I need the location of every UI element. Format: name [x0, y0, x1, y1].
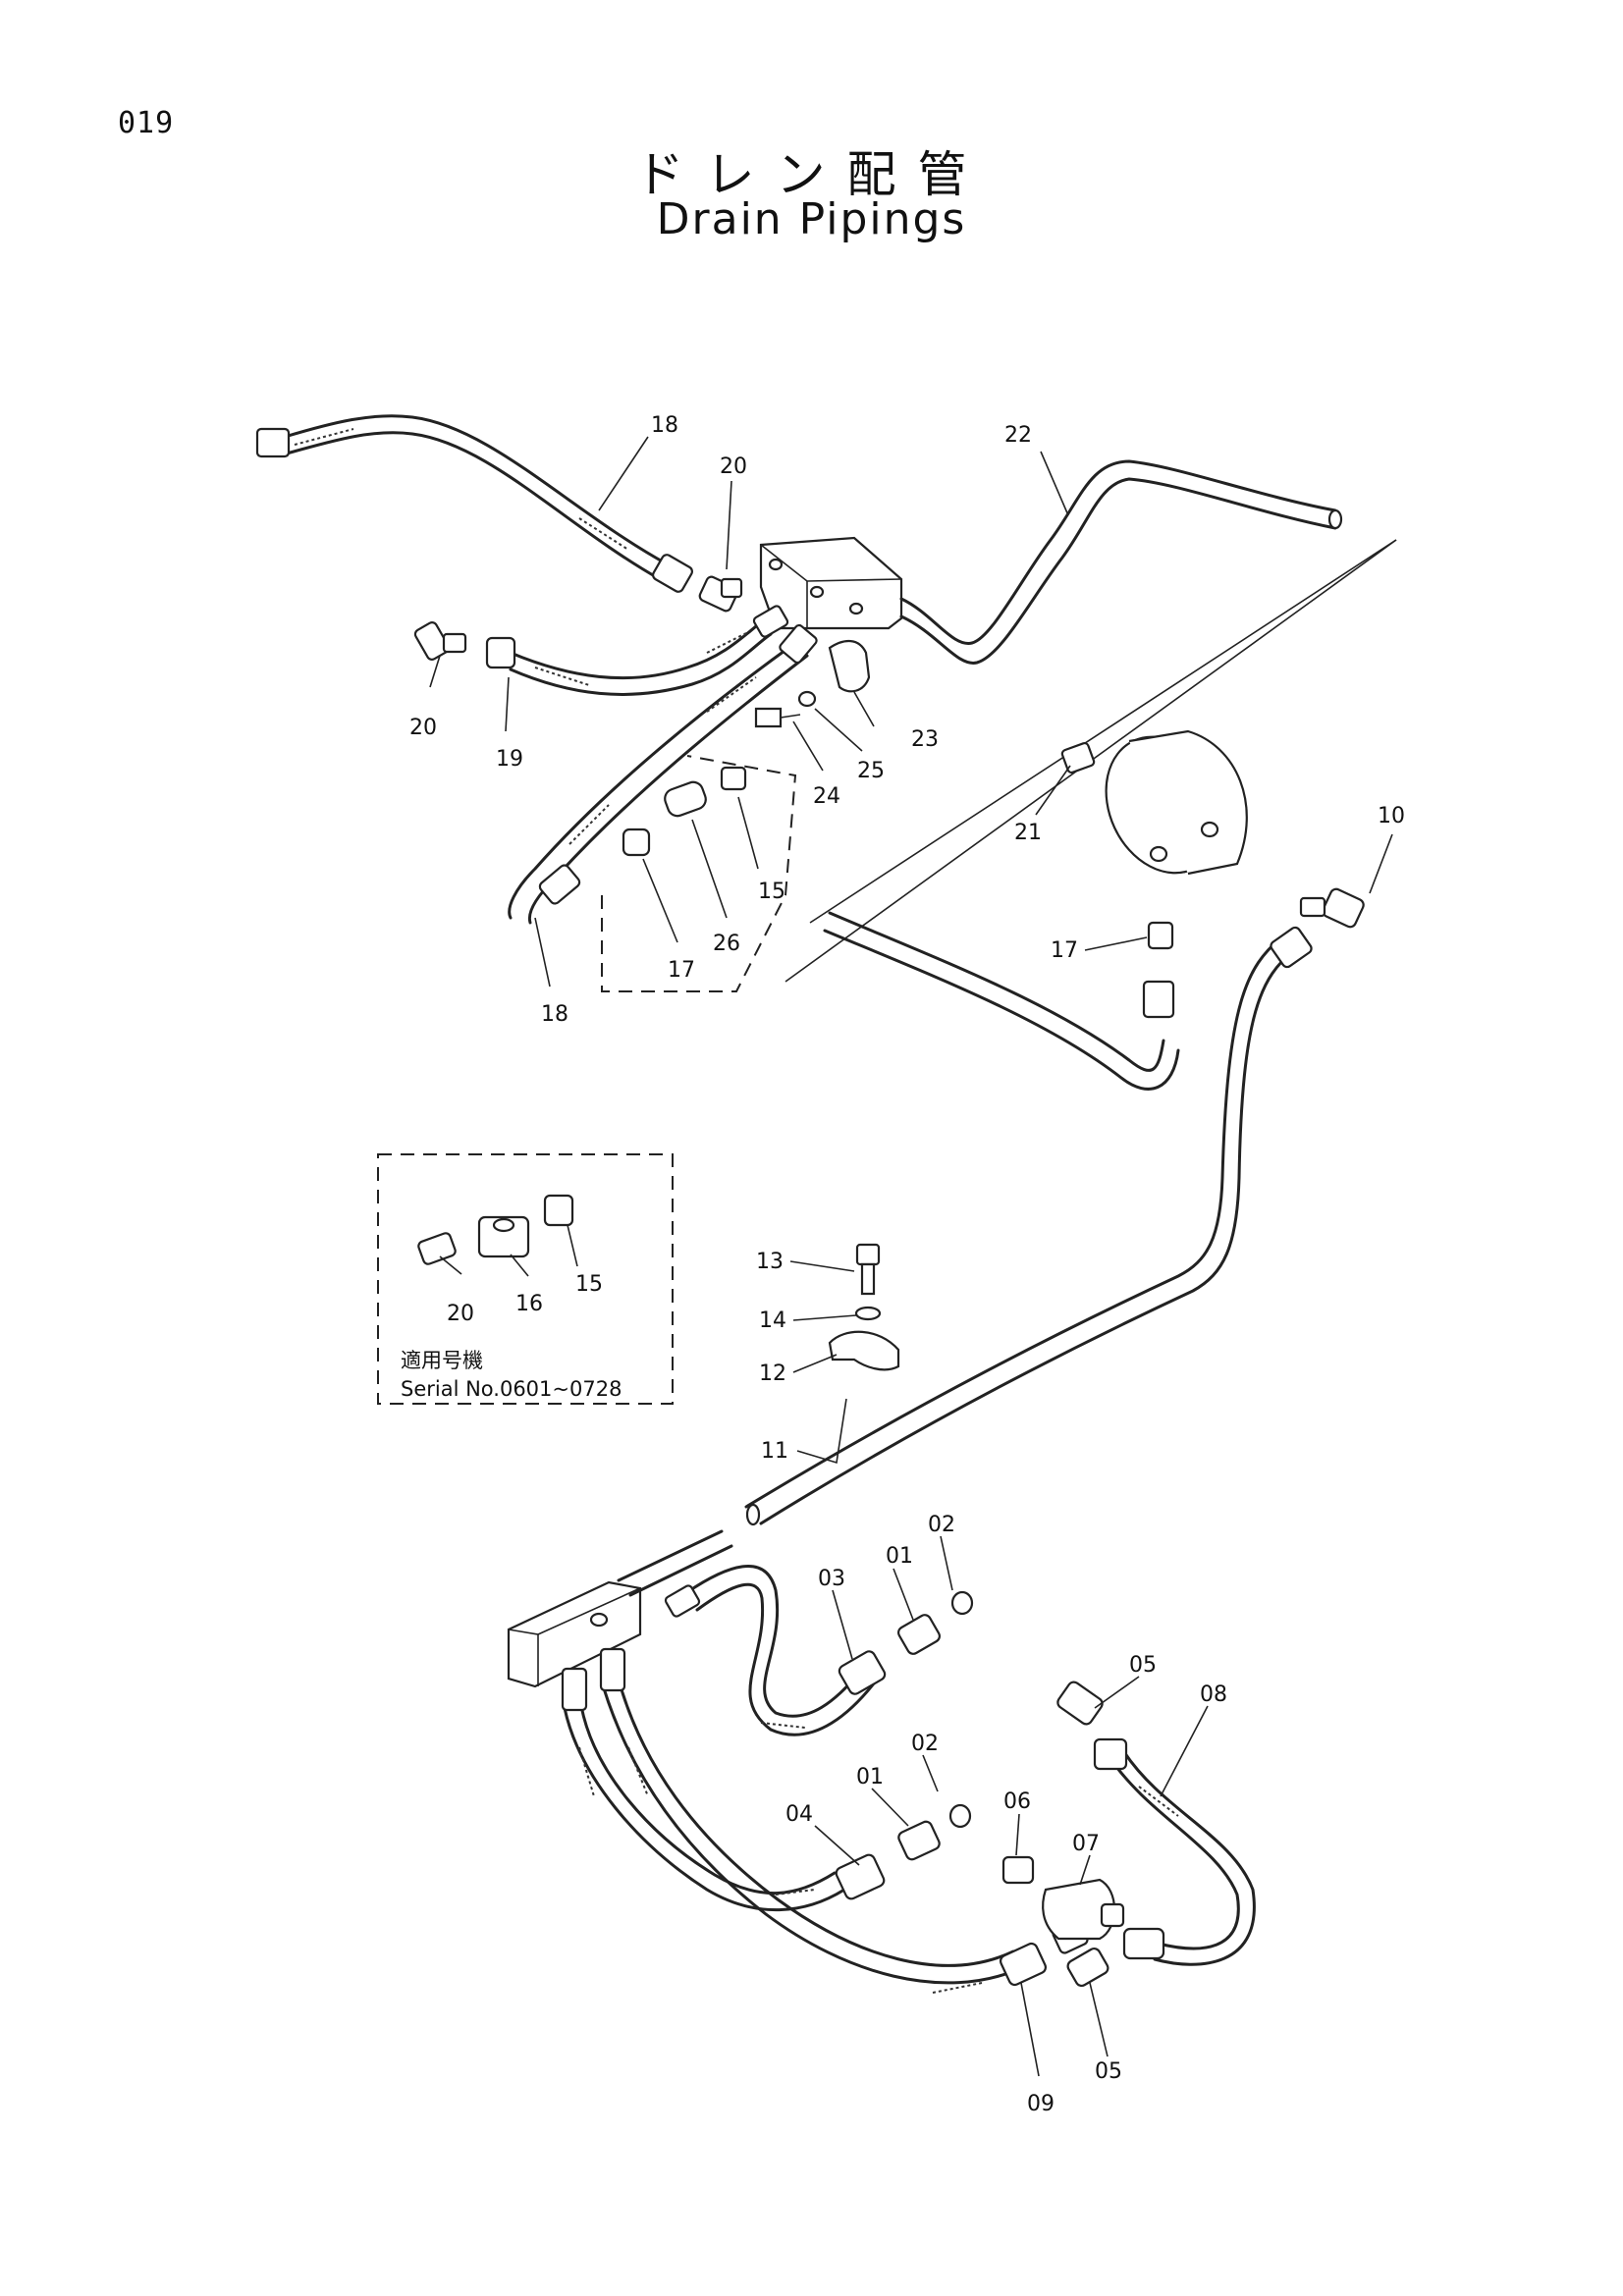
callout-03: 03 [818, 1567, 845, 1591]
callout-01-lower: 01 [856, 1765, 884, 1789]
fittings-15-26-17 [622, 766, 747, 857]
callout-02-upper: 02 [928, 1513, 955, 1537]
elbow-10 [1299, 887, 1365, 929]
callout-02-lower: 02 [911, 1732, 939, 1756]
callout-20-inset: 20 [447, 1302, 474, 1326]
callout-21: 21 [1014, 821, 1042, 845]
drain-hose-18-upper [255, 414, 693, 593]
leader-lines [429, 436, 1393, 2077]
callout-09: 09 [1027, 2092, 1055, 2116]
junction-block [759, 536, 903, 630]
drain-pipe-22 [899, 459, 1343, 665]
guide-line-upper [809, 539, 1397, 924]
callout-04: 04 [785, 1802, 813, 1827]
page-title-japanese: ドレン配管 [634, 146, 989, 203]
callout-08: 08 [1200, 1682, 1227, 1707]
callout-15-sub: 15 [758, 880, 785, 904]
callout-07: 07 [1072, 1832, 1100, 1856]
clamp-12-assembly [828, 1243, 900, 1371]
callout-01-upper: 01 [886, 1544, 913, 1569]
hose-08 [1093, 1737, 1256, 1966]
callout-14: 14 [759, 1308, 786, 1333]
callout-20-upper: 20 [720, 454, 747, 479]
callout-24: 24 [813, 784, 840, 809]
lower-left-block [507, 1529, 733, 1688]
drain-hose-19 [485, 605, 789, 696]
callout-16: 16 [515, 1292, 543, 1316]
callout-17-sub: 17 [668, 958, 695, 983]
hose-09 [599, 1647, 1089, 1994]
serial-inset: 適用号機 Serial No.0601~0728 [377, 1153, 674, 1405]
callout-26: 26 [713, 932, 740, 956]
elbow-05-upper [1056, 1681, 1104, 1726]
elbow-05-lower [1066, 1947, 1109, 1988]
elbow-20-left [413, 621, 467, 661]
hose-04 [561, 1667, 972, 1912]
callout-05-upper: 05 [1129, 1653, 1157, 1678]
callout-11: 11 [761, 1439, 788, 1464]
fitting-21 [1060, 741, 1096, 774]
page-title-english: Drain Pipings [656, 194, 967, 244]
callout-19: 19 [496, 747, 523, 772]
callout-05-lower: 05 [1095, 2059, 1122, 2084]
callout-labels: 18 20 22 20 19 23 24 25 15 26 17 18 21 1… [409, 413, 1405, 2116]
hose-03-assembly [664, 1565, 974, 1736]
page-number: 019 [118, 106, 175, 140]
fitting-06 [1001, 1855, 1035, 1885]
inset-applicable-label: 適用号機 [401, 1349, 483, 1372]
drain-hose-18-lower [508, 623, 818, 925]
callout-18-lower: 18 [541, 1002, 568, 1027]
callout-10: 10 [1378, 804, 1405, 828]
drain-tube-17-lower [823, 911, 1180, 1091]
clamp-23-assembly [754, 640, 871, 728]
elbow-20-upper [698, 575, 743, 613]
fitting-17-lower [1142, 921, 1175, 1019]
callout-12: 12 [759, 1362, 786, 1386]
callout-20-left: 20 [409, 716, 437, 740]
inset-serial-range: Serial No.0601~0728 [401, 1377, 622, 1401]
callout-22: 22 [1004, 423, 1032, 448]
tee-07 [1042, 1878, 1125, 1941]
callout-23: 23 [911, 727, 939, 752]
callout-06: 06 [1003, 1789, 1031, 1814]
callout-13: 13 [756, 1250, 784, 1274]
callout-15-inset: 15 [575, 1272, 603, 1297]
drain-pipe-11 [744, 926, 1313, 1526]
callout-18-upper: 18 [651, 413, 678, 438]
callout-25: 25 [857, 759, 885, 783]
filter-housing [1105, 729, 1248, 876]
subassembly-boundary [601, 755, 797, 992]
callout-17-lower: 17 [1051, 938, 1078, 963]
